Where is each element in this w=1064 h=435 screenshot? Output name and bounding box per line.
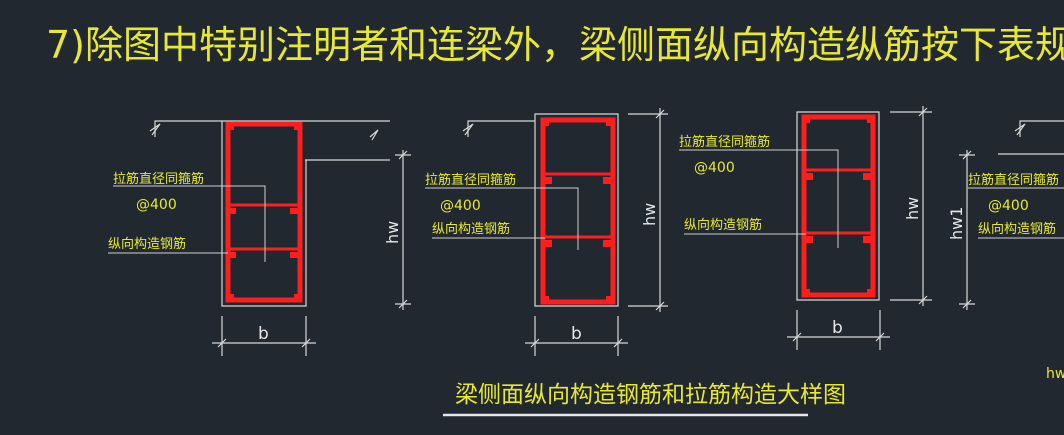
- spacing-label-2: @400: [440, 198, 481, 214]
- detail-4-partial: hw1 拉筋直径同箍筋 @400 纵向构造钢筋 hw: [947, 120, 1064, 382]
- stirrup-1: [225, 121, 303, 303]
- detail-1: 拉筋直径同箍筋 @400 纵向构造钢筋 b hw: [108, 120, 411, 356]
- spacing-label-1: @400: [136, 197, 177, 213]
- width-label-2: b: [571, 324, 582, 344]
- detail-3: 拉筋直径同箍筋 @400 纵向构造钢筋 b hw: [679, 106, 932, 350]
- height-label-2: hw: [640, 203, 659, 226]
- tie-bar-label-4: 拉筋直径同箍筋: [968, 172, 1059, 188]
- height-label-3: hw: [903, 197, 922, 220]
- stirrup-3: [801, 114, 876, 298]
- tie-bar-label-3: 拉筋直径同箍筋: [679, 134, 770, 150]
- stirrup-2: [540, 117, 616, 305]
- longitudinal-label-4: 纵向构造钢筋: [978, 221, 1056, 237]
- height-label-4: hw1: [947, 207, 966, 240]
- longitudinal-label-3: 纵向构造钢筋: [684, 217, 762, 233]
- tie-bar-label-2: 拉筋直径同箍筋: [425, 172, 516, 188]
- width-label-1: b: [258, 324, 269, 344]
- height-label-1: hw: [383, 221, 402, 244]
- tie-bar-label-1: 拉筋直径同箍筋: [113, 171, 204, 187]
- heading-text: 7)除图中特别注明者和连梁外，梁侧面纵向构造纵筋按下表规定设置；: [46, 23, 1064, 67]
- spacing-label-4: @400: [988, 198, 1029, 214]
- spacing-label-3: @400: [694, 160, 735, 176]
- partial-hw-label: hw: [1046, 366, 1064, 382]
- longitudinal-label-1: 纵向构造钢筋: [108, 236, 186, 252]
- width-label-3: b: [832, 318, 843, 338]
- longitudinal-label-2: 纵向构造钢筋: [432, 221, 510, 237]
- caption-text: 梁侧面纵向构造钢筋和拉筋构造大样图: [455, 382, 846, 408]
- detail-2: 拉筋直径同箍筋 @400 纵向构造钢筋 b hw: [425, 108, 668, 356]
